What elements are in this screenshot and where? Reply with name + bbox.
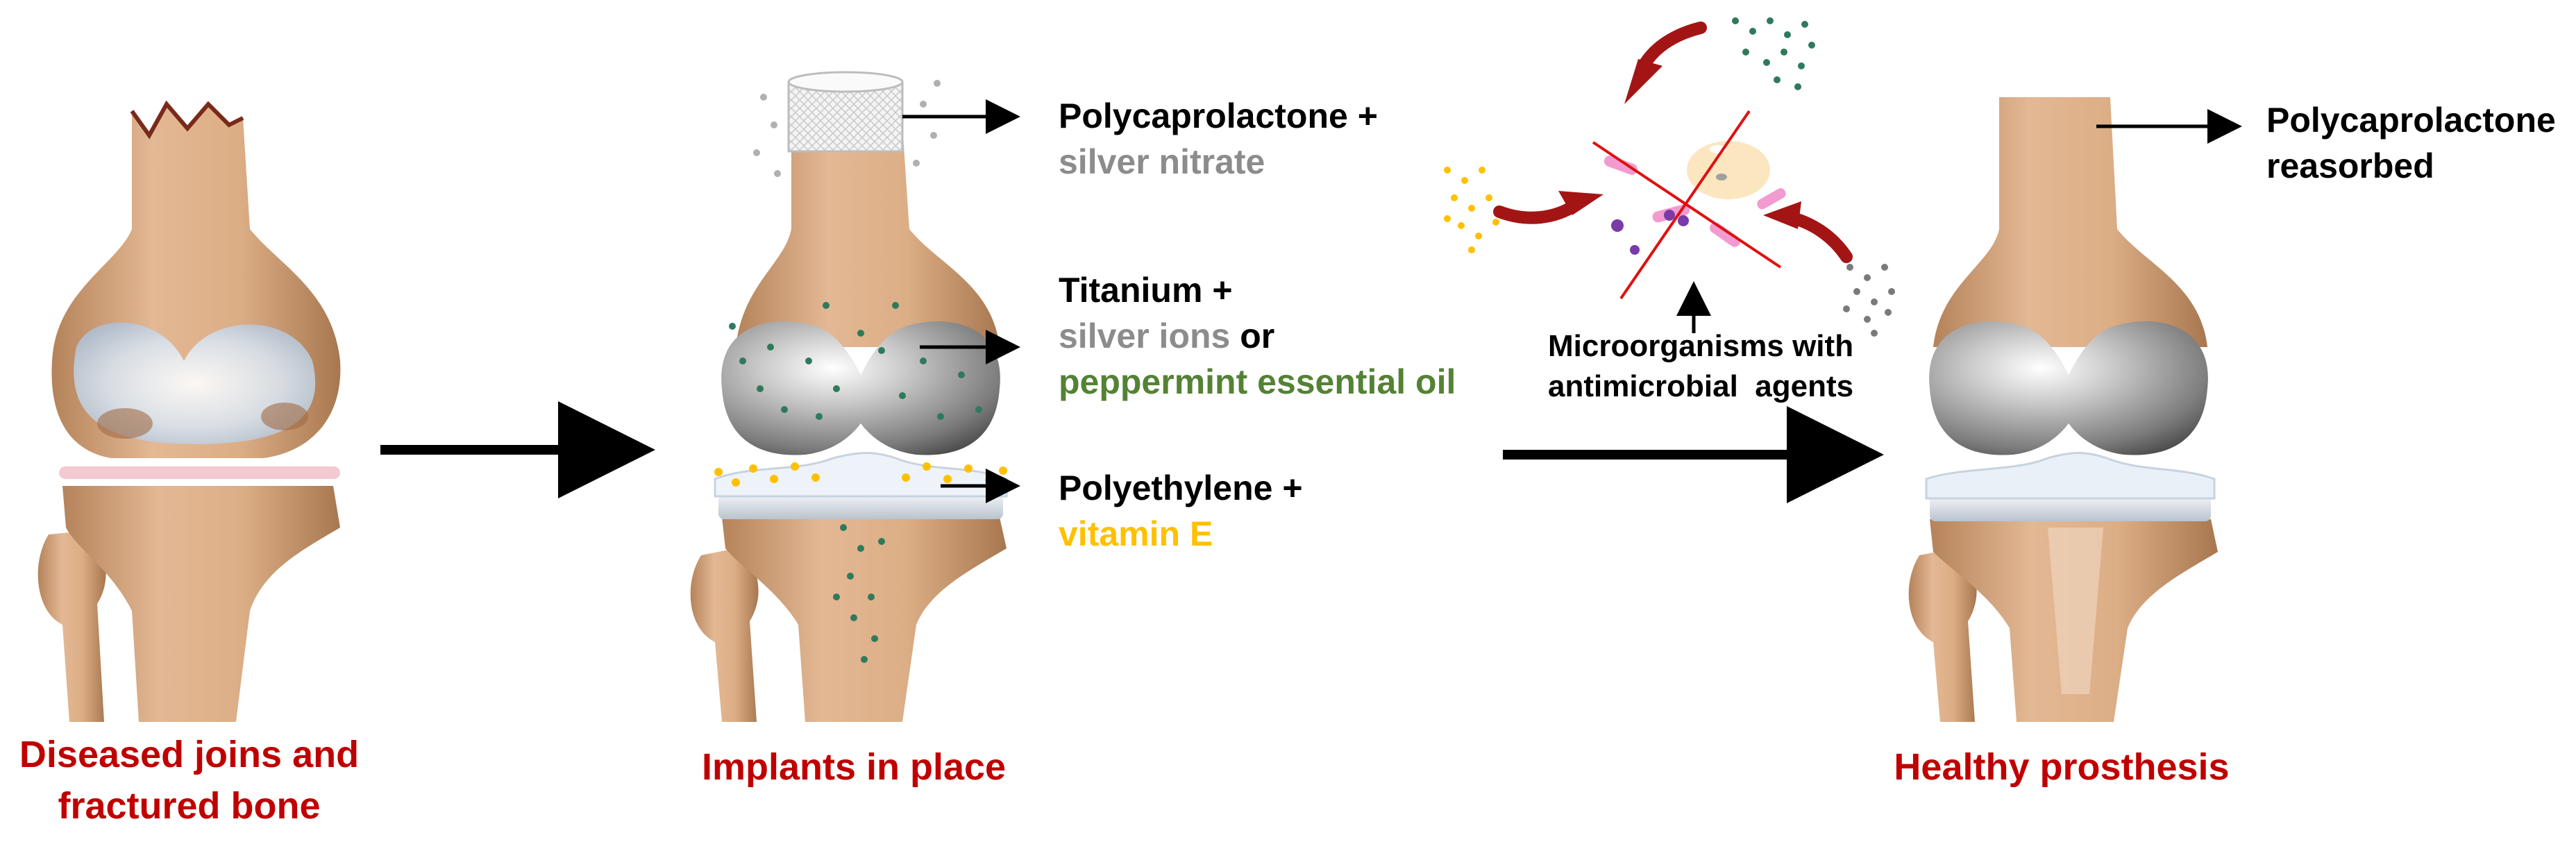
label-polyethylene-agent: vitamin E <box>1059 514 1213 553</box>
diseased-knee <box>37 100 341 722</box>
healthy-knee <box>1908 97 2218 722</box>
label-pcl-reabsorbed: Polycaprolactone reasorbed <box>2266 97 2556 189</box>
cell-icon <box>1687 141 1770 199</box>
label-polyethylene-title: Polyethylene + <box>1059 469 1303 507</box>
label-titanium-title: Titanium + <box>1059 271 1233 310</box>
caption-implants: Implants in place <box>701 746 1007 788</box>
label-titanium-or: or <box>1230 317 1275 355</box>
label-titanium: Titanium + silver ions or peppermint ess… <box>1059 267 1456 405</box>
label-pcl-title: Polycaprolactone + <box>1059 96 1378 135</box>
caption-diseased-line1: Diseased joins and <box>19 734 360 775</box>
caption-diseased: Diseased joins and fractured bone <box>0 729 378 832</box>
implanted-knee <box>690 71 1008 722</box>
label-microorganisms-line2: antimicrobial agents <box>1548 369 1854 403</box>
label-microorganisms: Microorganisms with antimicrobial agents <box>1548 326 1854 407</box>
caption-diseased-line2: fractured bone <box>58 785 321 827</box>
label-titanium-agent-a: silver ions <box>1059 317 1231 355</box>
microbe-panel <box>1493 22 1853 333</box>
label-pcl-agent: silver nitrate <box>1059 142 1265 181</box>
label-pcl-reabsorbed-line1: Polycaprolactone <box>2266 101 2556 140</box>
agent-dot-clusters <box>1444 17 1895 337</box>
label-polyethylene: Polyethylene + vitamin E <box>1059 465 1303 557</box>
label-pcl: Polycaprolactone + silver nitrate <box>1059 93 1378 185</box>
label-pcl-reabsorbed-line2: reasorbed <box>2266 146 2434 185</box>
label-microorganisms-line1: Microorganisms with <box>1548 329 1854 363</box>
caption-healthy: Healthy prosthesis <box>1894 746 2230 788</box>
label-titanium-agent-b: peppermint essential oil <box>1059 362 1456 401</box>
